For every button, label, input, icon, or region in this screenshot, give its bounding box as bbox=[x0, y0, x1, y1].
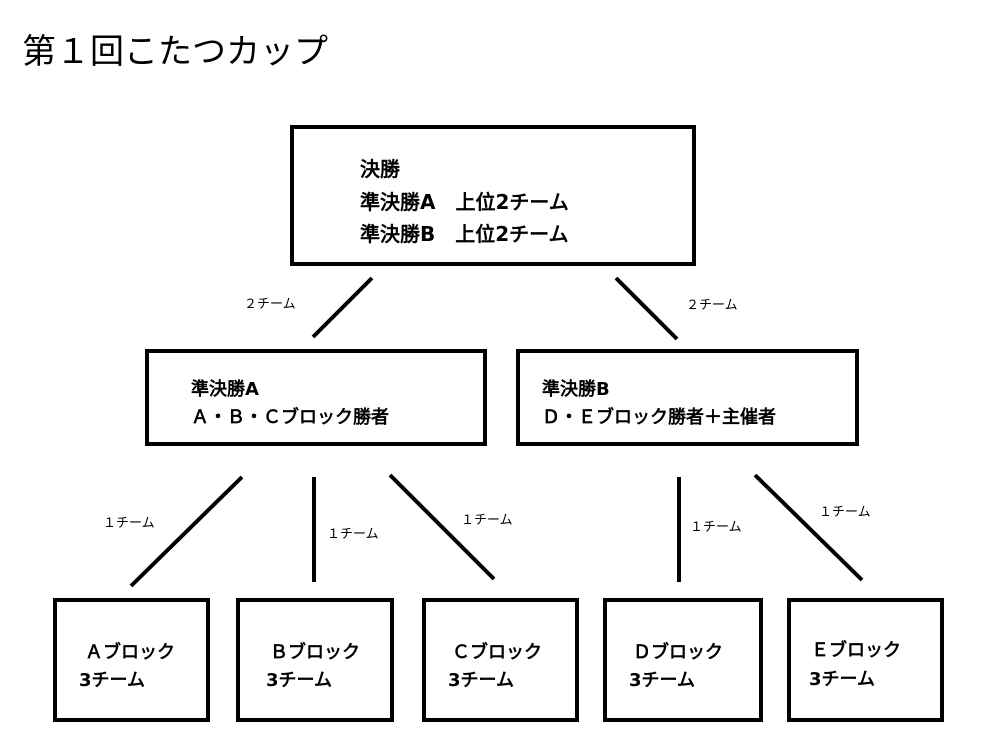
semifinal-b-line-2: Ｄ・Ｅブロック勝者＋主催者 bbox=[542, 407, 776, 428]
block-d-box: Ｄブロック 3チーム bbox=[603, 598, 763, 722]
semifinal-a-box: 準決勝A Ａ・Ｂ・Ｃブロック勝者 bbox=[145, 349, 487, 446]
final-line-3: 準決勝B 上位2チーム bbox=[360, 222, 569, 246]
final-line-2: 準決勝A 上位2チーム bbox=[360, 190, 569, 214]
block-e-name: Ｅブロック bbox=[811, 640, 901, 661]
semifinal-b-box: 準決勝B Ｄ・Ｅブロック勝者＋主催者 bbox=[516, 349, 859, 446]
edge-label-block-b: １チーム bbox=[327, 527, 379, 542]
block-a-box: Ａブロック 3チーム bbox=[53, 598, 210, 722]
edge-label-final-right: ２チーム bbox=[686, 298, 738, 313]
final-box: 決勝 準決勝A 上位2チーム 準決勝B 上位2チーム bbox=[290, 125, 696, 266]
block-c-name: Ｃブロック bbox=[452, 642, 542, 663]
edge-final-right bbox=[614, 276, 679, 341]
edge-block-c bbox=[388, 473, 496, 581]
edge-label-block-d: １チーム bbox=[690, 520, 742, 535]
block-b-box: Ｂブロック 3チーム bbox=[236, 598, 394, 722]
block-b-teams: 3チーム bbox=[266, 670, 332, 691]
edge-label-block-a: １チーム bbox=[103, 516, 155, 531]
block-d-teams: 3チーム bbox=[629, 670, 695, 691]
page-title: 第１回こたつカップ bbox=[22, 32, 328, 72]
block-a-teams: 3チーム bbox=[79, 670, 145, 691]
block-d-name: Ｄブロック bbox=[633, 642, 723, 663]
edge-block-e bbox=[753, 473, 864, 582]
final-line-1: 決勝 bbox=[360, 157, 400, 181]
block-b-name: Ｂブロック bbox=[270, 642, 360, 663]
block-e-teams: 3チーム bbox=[809, 669, 875, 690]
block-a-name: Ａブロック bbox=[85, 642, 175, 663]
edge-final-left bbox=[311, 276, 374, 339]
edge-label-final-left: ２チーム bbox=[244, 297, 296, 312]
edge-block-a bbox=[129, 475, 244, 588]
semifinal-a-line-1: 準決勝A bbox=[191, 379, 259, 400]
semifinal-b-line-1: 準決勝B bbox=[542, 379, 610, 400]
edge-label-block-e: １チーム bbox=[819, 505, 871, 520]
block-e-box: Ｅブロック 3チーム bbox=[787, 598, 944, 722]
block-c-teams: 3チーム bbox=[448, 670, 514, 691]
edge-label-block-c: １チーム bbox=[461, 513, 513, 528]
block-c-box: Ｃブロック 3チーム bbox=[422, 598, 579, 722]
semifinal-a-line-2: Ａ・Ｂ・Ｃブロック勝者 bbox=[191, 407, 389, 428]
